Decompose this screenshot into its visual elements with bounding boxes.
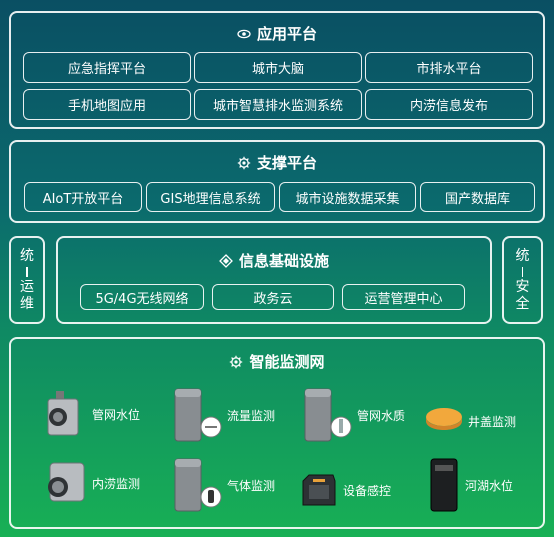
device-waterlogging: 内涝监测 [42,459,140,507]
river-water-level-sensor-icon [430,458,458,512]
gear-icon [237,156,251,169]
support-item-gis: GIS地理信息系统 [146,182,275,212]
support-platform-title: 支撑平台 [11,152,543,173]
app-platform-title: 应用平台 [11,23,543,44]
divider [521,266,524,277]
app-platform-panel: 应用平台 应急指挥平台 城市大脑 市排水平台 手机地图应用 城市智慧排水监测系统… [9,11,545,129]
unified-ops-panel: 统 运 维 [9,236,45,324]
support-item-database: 国产数据库 [420,182,535,212]
unified-security-char-1: 统 [515,247,530,264]
device-water-quality: 管网水质 [301,387,405,443]
monitor-net-title: 智能监测网 [11,351,543,372]
device-river-water-level: 河湖水位 [427,457,513,513]
device-label: 管网水质 [357,408,406,423]
unified-security-char-2: 安 [515,278,530,295]
device-controller-icon [302,474,336,506]
app-item-flood-info: 内涝信息发布 [365,89,533,120]
device-label: 井盖监测 [468,414,517,429]
pipe-water-level-sensor-icon [47,391,79,436]
waterlogging-sensor-icon [48,462,85,502]
gear-icon [230,355,243,368]
app-item-mobile-map: 手机地图应用 [23,89,191,120]
unified-security-panel: 统 安 全 [502,236,543,324]
gas-sensor-icon [174,458,222,512]
monitor-net-title-text: 智能监测网 [249,353,325,371]
device-label: 河湖水位 [465,478,514,493]
device-pipe-water-level: 管网水位 [42,389,140,439]
device-label: 管网水位 [92,407,141,422]
info-infra-title: 信息基础设施 [58,250,490,271]
app-item-smart-drainage: 城市智慧排水监测系统 [194,89,362,120]
support-item-data-collection: 城市设施数据采集 [279,182,416,212]
device-controller: 设备感控 [299,471,391,509]
info-infra-panel: 信息基础设施 5G/4G无线网络 政务云 运营管理中心 [56,236,492,324]
water-quality-sensor-icon [304,388,352,442]
infra-item-cloud: 政务云 [212,284,334,310]
network-icon [219,253,233,268]
device-flow-meter: 流量监测 [171,387,275,443]
app-item-drainage: 市排水平台 [365,52,533,83]
device-label: 内涝监测 [92,476,141,491]
unified-ops-char-2: 运 [20,278,34,295]
support-platform-panel: 支撑平台 AIoT开放平台 GIS地理信息系统 城市设施数据采集 国产数据库 [9,140,545,223]
device-label: 流量监测 [227,408,276,423]
app-item-city-brain: 城市大脑 [194,52,362,83]
monitor-net-panel: 智能监测网 管网水位 流量监测 [9,337,545,529]
divider [26,266,28,277]
device-label: 设备感控 [343,483,392,498]
manhole-cover-sensor-icon [426,408,462,430]
unified-security-char-3: 全 [515,295,530,312]
app-item-emergency: 应急指挥平台 [23,52,191,83]
device-manhole-cover: 井盖监测 [424,405,516,437]
infra-item-network: 5G/4G无线网络 [80,284,204,310]
info-infra-title-text: 信息基础设施 [238,252,329,270]
device-label: 气体监测 [227,478,276,493]
support-platform-title-text: 支撑平台 [256,154,317,172]
infra-item-ops-center: 运营管理中心 [342,284,465,310]
flow-meter-icon [174,388,222,442]
device-gas: 气体监测 [171,457,275,513]
unified-ops-char-3: 维 [20,295,34,312]
support-item-aiot: AIoT开放平台 [24,182,142,212]
app-platform-title-text: 应用平台 [256,25,317,43]
unified-ops-char-1: 统 [20,247,34,264]
eye-icon [237,29,251,38]
